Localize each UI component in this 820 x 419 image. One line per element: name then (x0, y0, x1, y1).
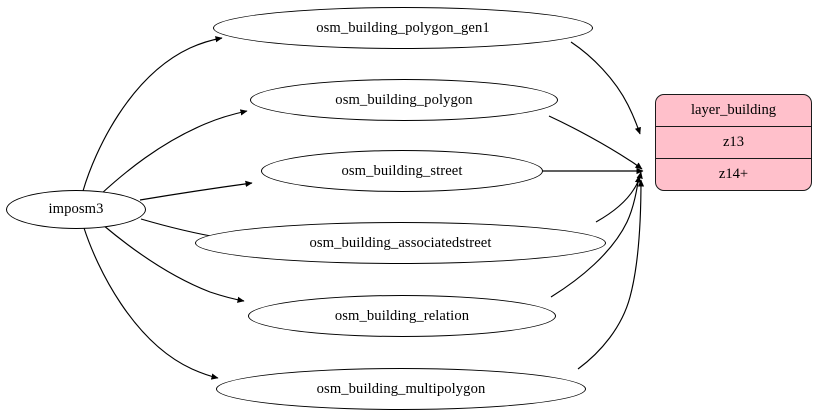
node-imposm3-label: imposm3 (48, 201, 104, 217)
record-row-z14-plus[interactable]: z14+ (656, 158, 811, 190)
node-osm-building-polygon[interactable]: osm_building_polygon (250, 79, 558, 121)
node-osm-building-multipolygon-label: osm_building_multipolygon (316, 380, 486, 397)
edge-imposm3-to-relation (102, 224, 245, 303)
node-layer-building[interactable]: layer_building z13 z14+ (655, 94, 812, 191)
record-row-z13[interactable]: z13 (656, 126, 811, 158)
node-osm-building-associatedstreet[interactable]: osm_building_associatedstreet (195, 222, 606, 264)
node-osm-building-polygon-gen1[interactable]: osm_building_polygon_gen1 (213, 7, 593, 49)
edge-imposm3-to-multipolygon (83, 227, 219, 380)
node-osm-building-associatedstreet-label: osm_building_associatedstreet (309, 234, 492, 251)
edge-imposm3-to-street (139, 180, 253, 201)
node-osm-building-street-label: osm_building_street (341, 162, 463, 179)
record-row-z13-label: z13 (722, 134, 745, 150)
edge-polygon-gen1-to-z13 (570, 41, 641, 135)
record-row-layer-building[interactable]: layer_building (656, 95, 811, 126)
node-osm-building-street[interactable]: osm_building_street (261, 150, 543, 192)
edge-imposm3-to-polygon (100, 109, 248, 195)
node-osm-building-relation-label: osm_building_relation (334, 307, 470, 324)
node-osm-building-multipolygon[interactable]: osm_building_multipolygon (216, 368, 586, 410)
node-osm-building-polygon-gen1-label: osm_building_polygon_gen1 (316, 19, 490, 36)
edge-multipolygon-to-z14 (577, 179, 645, 370)
node-imposm3[interactable]: imposm3 (6, 190, 146, 229)
record-row-layer-building-label: layer_building (690, 102, 777, 118)
node-osm-building-polygon-label: osm_building_polygon (335, 91, 473, 108)
edge-polygon-to-z14 (548, 115, 643, 170)
node-osm-building-relation[interactable]: osm_building_relation (248, 295, 556, 337)
record-row-z14-plus-label: z14+ (718, 166, 749, 182)
edge-relation-to-z14 (550, 175, 642, 298)
edge-imposm3-to-polygon-gen1 (82, 36, 223, 192)
